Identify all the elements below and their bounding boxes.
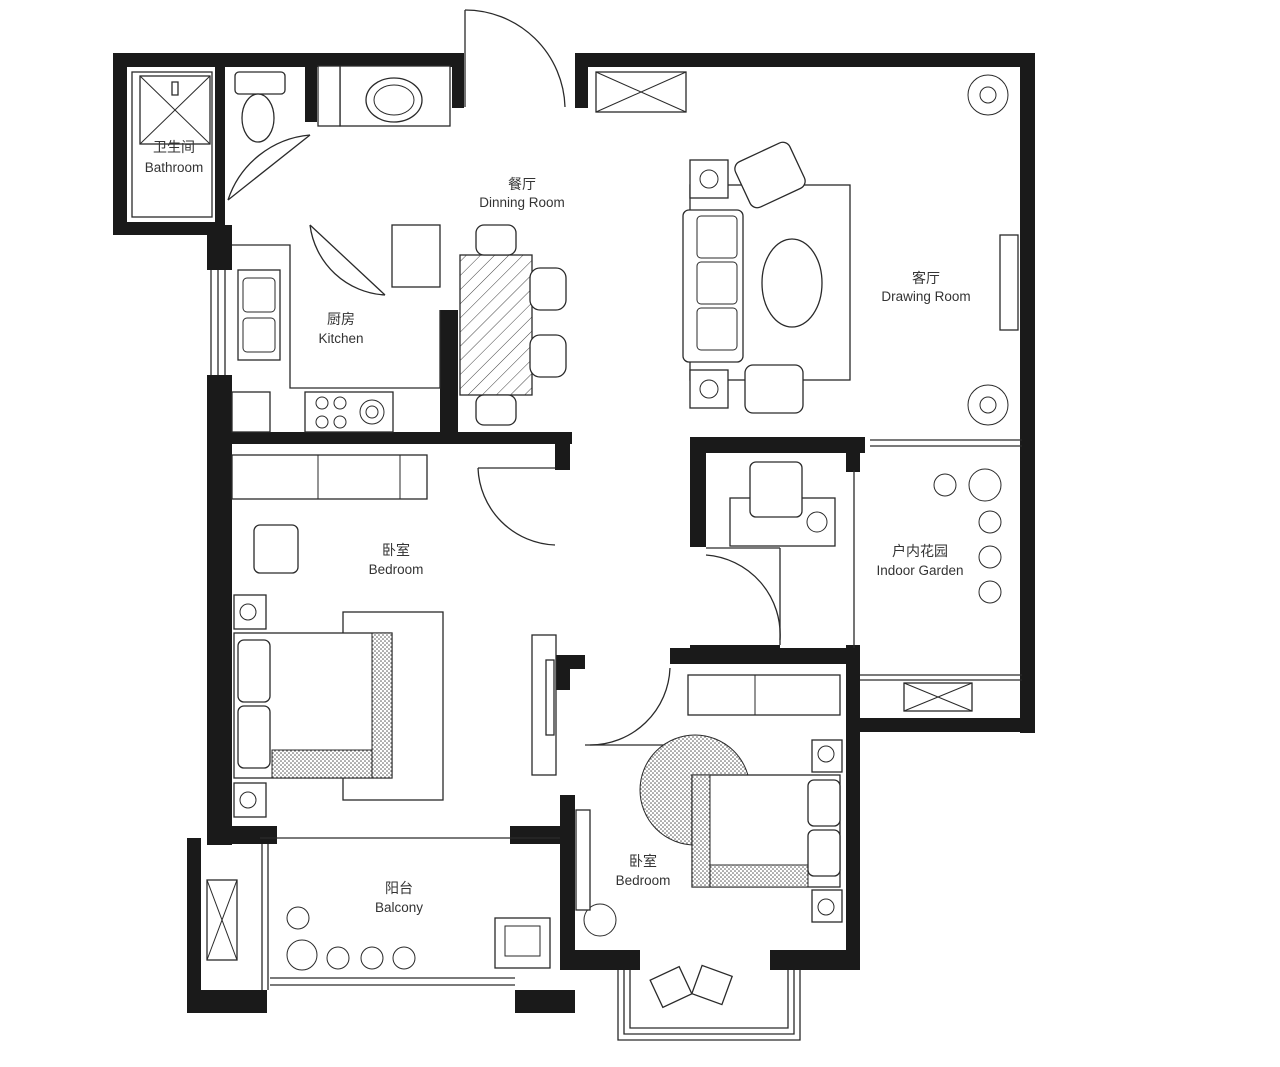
room-label-balcony: 阳台 Balcony <box>375 881 423 915</box>
doors <box>227 9 781 746</box>
balcony-label-en: Balcony <box>375 900 423 915</box>
walls <box>113 53 1035 1013</box>
bathroom-fixtures <box>139 65 451 145</box>
room-label-indoor-garden: 户内花园 Indoor Garden <box>876 543 963 578</box>
room-label-bathroom: 卫生间 Bathroom <box>145 140 204 175</box>
living-furniture <box>595 71 1019 414</box>
room-label-drawing: 客厅 Drawing Room <box>881 270 970 304</box>
room-label-kitchen: 厨房 Kitchen <box>318 312 363 346</box>
drawing-label-en: Drawing Room <box>881 289 970 304</box>
study-furniture <box>729 461 973 712</box>
master-bedroom-furniture <box>231 454 557 818</box>
garden-label-cn: 户内花园 <box>892 543 948 560</box>
drawing-label-cn: 客厅 <box>912 270 940 287</box>
kitchen-fixtures <box>231 224 441 433</box>
room-label-bedroom-main: 卧室 Bedroom <box>369 542 424 577</box>
dining-label-en: Dinning Room <box>479 195 565 210</box>
bathroom-label-en: Bathroom <box>145 160 204 175</box>
bedroom-main-label-en: Bedroom <box>369 562 424 577</box>
bedroom-main-label-cn: 卧室 <box>382 542 410 559</box>
plants <box>286 74 1009 971</box>
dining-table <box>459 224 567 426</box>
bedroom-small-label-cn: 卧室 <box>629 853 657 870</box>
bedroom-small-label-en: Bedroom <box>616 873 671 888</box>
room-label-dining: 餐厅 Dinning Room <box>479 177 565 210</box>
dining-label-cn: 餐厅 <box>508 177 536 193</box>
kitchen-label-en: Kitchen <box>318 331 363 346</box>
bathroom-label-cn: 卫生间 <box>153 140 195 156</box>
balcony-fixtures <box>206 879 733 1009</box>
room-label-bedroom-small: 卧室 Bedroom <box>616 853 671 888</box>
kitchen-label-cn: 厨房 <box>327 312 355 328</box>
balcony-label-cn: 阳台 <box>385 881 413 897</box>
small-bedroom-furniture <box>575 674 843 923</box>
garden-label-en: Indoor Garden <box>876 563 963 578</box>
windows <box>131 71 1022 1041</box>
